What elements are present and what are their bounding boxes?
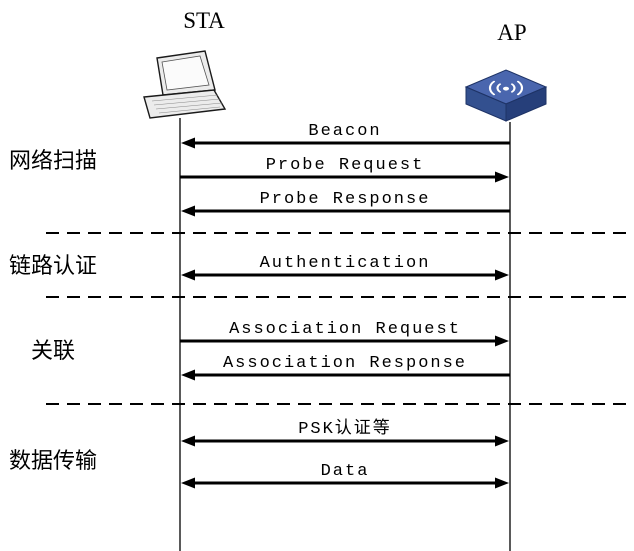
message-row: Data — [181, 462, 509, 489]
arrowhead-right-icon — [495, 335, 509, 347]
arrowhead-left-icon — [181, 269, 195, 281]
message-row: Probe Response — [181, 190, 510, 217]
message-row: Probe Request — [180, 156, 509, 183]
arrowhead-left-icon — [181, 477, 195, 489]
arrowhead-right-icon — [495, 269, 509, 281]
wireless-access-point-icon — [464, 69, 548, 122]
message-label: Probe Request — [266, 156, 425, 175]
arrowhead-left-icon — [181, 137, 195, 149]
wifi-icon — [488, 80, 524, 96]
message-label: Authentication — [260, 254, 431, 273]
message-label: Association Request — [229, 320, 461, 339]
actor-sta-label: STA — [183, 8, 225, 33]
message-label: Beacon — [308, 122, 381, 141]
laptop-icon — [143, 50, 227, 119]
message-row: Association Response — [181, 354, 510, 381]
phase-label: 链路认证 — [9, 253, 97, 278]
message-row: Beacon — [181, 122, 510, 149]
message-label: PSK认证等 — [298, 418, 392, 439]
arrowhead-left-icon — [181, 435, 195, 447]
arrowhead-left-icon — [181, 205, 195, 217]
arrowhead-left-icon — [181, 369, 195, 381]
message-label: Association Response — [223, 354, 467, 373]
message-row: Authentication — [181, 254, 509, 281]
phase-label: 网络扫描 — [9, 148, 97, 173]
actor-ap-label: AP — [497, 20, 526, 45]
message-label: Data — [321, 462, 370, 481]
message-label: Probe Response — [260, 190, 431, 209]
arrowhead-right-icon — [495, 435, 509, 447]
message-row: PSK认证等 — [181, 418, 509, 447]
arrowhead-right-icon — [495, 477, 509, 489]
phase-label: 关联 — [31, 338, 75, 363]
message-row: Association Request — [180, 320, 509, 347]
phase-label: 数据传输 — [9, 448, 97, 473]
arrowhead-right-icon — [495, 171, 509, 183]
